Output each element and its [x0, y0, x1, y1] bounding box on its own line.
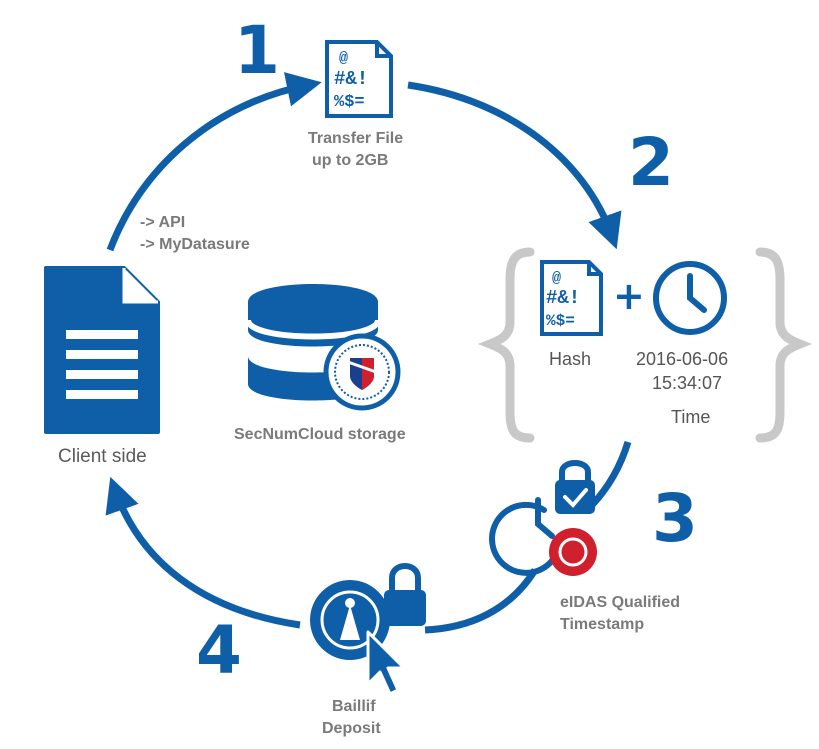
- arrow-deposit-to-client: [105, 476, 301, 629]
- arrow-transfer-to-hash: [407, 81, 622, 250]
- arrow-client-to-transfer: [106, 72, 322, 252]
- transfer-glyph-3: %$=: [334, 93, 365, 112]
- deposit-label-line2: Deposit: [322, 720, 381, 737]
- step-number-4: 4: [196, 612, 242, 689]
- timestamp-clock-icon: [489, 497, 563, 576]
- document-icon: [44, 266, 160, 434]
- hash-file-icon: @ #&! %$=: [540, 260, 603, 336]
- clock-icon: [653, 261, 727, 335]
- date-value: 2016-06-06: [636, 349, 729, 369]
- padlock-icon: [384, 563, 426, 626]
- step-number-1: 1: [234, 12, 280, 89]
- transfer-file-icon: @ #&! %$=: [325, 40, 393, 118]
- hash-label: Hash: [549, 349, 592, 369]
- step-number-3: 3: [652, 480, 698, 557]
- hash-glyph-1: @: [552, 270, 561, 287]
- left-brace: [477, 247, 535, 443]
- anssi-seal-icon: [323, 333, 401, 411]
- hash-glyph-2: #&!: [546, 287, 580, 309]
- transfer-label-line1: Transfer File: [308, 130, 404, 147]
- storage-label: SecNumCloud storage: [234, 426, 406, 443]
- arrow-hash-to-timestamp: [589, 440, 632, 508]
- arrow-timestamp-to-deposit: [424, 568, 538, 634]
- step-number-2: 2: [628, 124, 674, 201]
- transfer-glyph-2: #&!: [334, 68, 368, 90]
- padlock-check-icon: [555, 460, 595, 514]
- client-mydatasure-label: -> MyDatasure: [140, 236, 250, 253]
- transfer-label-line2: up to 2GB: [312, 152, 389, 169]
- time-label: Time: [671, 407, 711, 427]
- transfer-glyph-1: @: [339, 50, 348, 67]
- timestamp-label-line1: eIDAS Qualified: [560, 594, 681, 611]
- plus-sign: +: [613, 274, 645, 318]
- client-api-label: -> API: [140, 214, 186, 231]
- right-brace: [755, 247, 813, 443]
- hash-glyph-3: %$=: [546, 312, 575, 330]
- cursor-pointer-icon: [366, 630, 406, 696]
- red-seal-icon: [549, 528, 597, 576]
- deposit-label-line1: Baillif: [332, 698, 376, 715]
- client-side-label: Client side: [58, 446, 147, 467]
- timestamp-label-line2: Timestamp: [560, 616, 645, 633]
- time-value: 15:34:07: [652, 373, 723, 393]
